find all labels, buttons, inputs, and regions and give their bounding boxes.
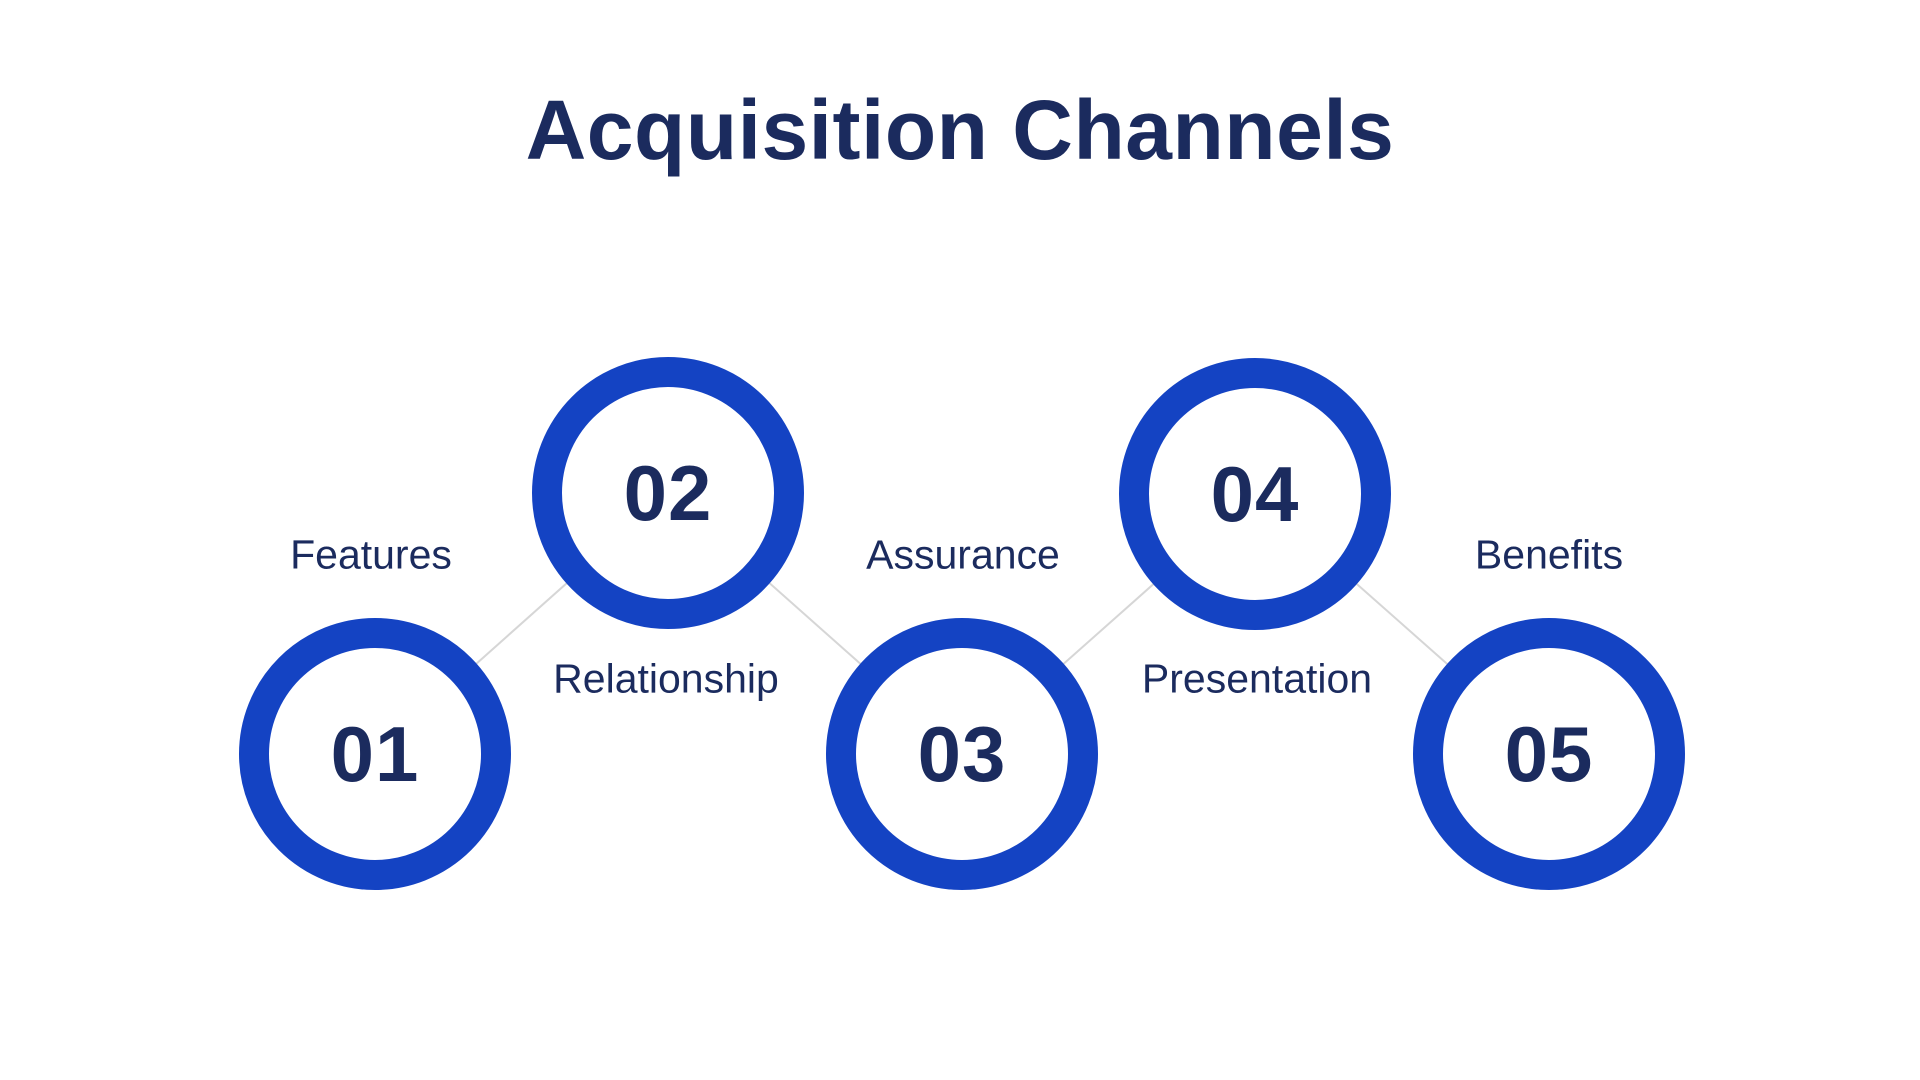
step-circle-05: 05 [1413, 618, 1685, 890]
step-label-relationship: Relationship [553, 655, 779, 702]
step-circle-02: 02 [532, 357, 804, 629]
step-label-assurance: Assurance [866, 531, 1060, 578]
step-circle-01: 01 [239, 618, 511, 890]
step-label-benefits: Benefits [1474, 531, 1624, 578]
step-number-02: 02 [623, 448, 713, 537]
step-circle-04: 04 [1119, 358, 1391, 630]
step-number-05: 05 [1504, 709, 1594, 798]
step-label-features: Features [290, 531, 452, 578]
step-number-04: 04 [1210, 449, 1300, 538]
step-number-01: 01 [330, 709, 420, 798]
step-number-03: 03 [917, 709, 1007, 798]
step-label-presentation: Presentation [1141, 655, 1373, 702]
step-circle-03: 03 [826, 618, 1098, 890]
page-title: Acquisition Channels [525, 83, 1395, 177]
